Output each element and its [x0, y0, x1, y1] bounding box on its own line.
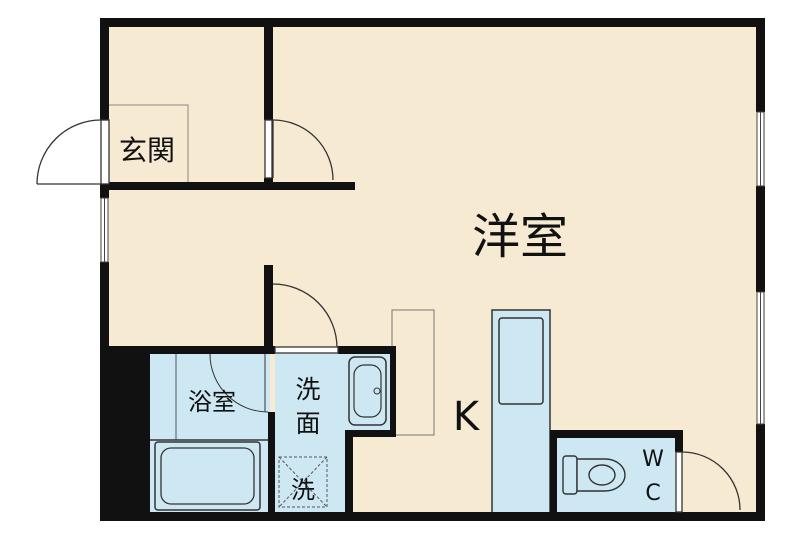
wall-entrance-partition-upper	[264, 18, 273, 120]
wall-sink-bottom	[345, 430, 396, 437]
window-left	[100, 197, 109, 263]
washroom-floor	[275, 354, 350, 514]
wall-left-upper	[100, 18, 109, 120]
wall-left-block	[100, 346, 150, 521]
wall-bath-wash-divider	[268, 412, 275, 514]
washroom-door	[272, 283, 339, 354]
toilet-icon	[562, 455, 626, 495]
wall-right-mid	[756, 186, 765, 292]
bathroom-door	[209, 353, 269, 413]
laundry-label: 洗	[291, 476, 315, 504]
window-right-upper	[756, 111, 765, 187]
wall-right-bottom	[756, 424, 765, 521]
basin-drain	[373, 387, 381, 395]
western-room-label: 洋室	[472, 209, 568, 265]
kitchen-sink	[498, 317, 544, 405]
laundry-cross-2	[278, 456, 328, 508]
wall-sink-right	[390, 346, 396, 436]
kitchen-label: K	[453, 394, 481, 440]
wall-wc-right	[675, 430, 683, 452]
wash-basin-bowl	[353, 364, 382, 418]
wall-right-top	[756, 18, 765, 112]
entrance-label: 玄関	[119, 134, 175, 167]
front-door	[36, 119, 110, 185]
wash-basin-icon	[348, 356, 387, 426]
laundry-space	[278, 456, 328, 508]
wall-wc-left	[550, 430, 557, 514]
wall-wc-top	[550, 430, 683, 438]
wall-bottom	[100, 512, 765, 521]
laundry-cross-1	[278, 456, 328, 508]
wall-washroom-vertical	[264, 265, 273, 350]
wc-door	[675, 451, 741, 513]
window-right-lower	[756, 291, 765, 425]
wall-wet-top	[150, 346, 275, 354]
wall-top	[100, 18, 765, 27]
bathtub-inner	[160, 447, 255, 505]
wall-entrance-horizontal	[109, 182, 355, 190]
bathtub	[154, 441, 261, 511]
entrance-step	[109, 104, 189, 182]
wc-label-line2: C	[645, 481, 660, 506]
bathroom-label: 浴室	[188, 388, 236, 416]
room-door	[264, 119, 334, 181]
wc-label-line1: W	[642, 447, 664, 472]
wall-left-mid	[100, 184, 109, 198]
wall-wet-top-right	[338, 346, 396, 354]
wall-washroom-right	[345, 430, 353, 514]
washroom-label-line1: 洗	[295, 375, 320, 404]
washroom-label-line2: 面	[295, 409, 320, 438]
